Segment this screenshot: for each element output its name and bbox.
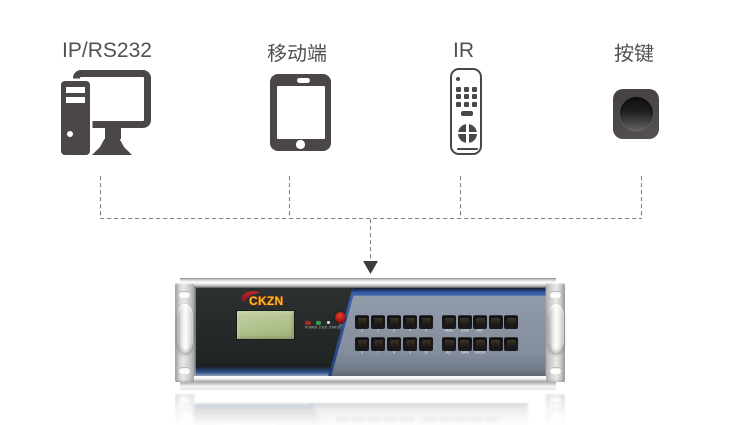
tower-slot	[66, 97, 85, 103]
device-button[interactable]: 2	[371, 315, 385, 332]
front-panel: CKZN POWER LOCK STATUS IR 1 2 3 4 5 6 7 8 9 10 ME…	[194, 288, 547, 376]
device-button[interactable]: 7	[371, 337, 385, 354]
device-button[interactable]: ALL	[442, 337, 456, 354]
rack-handle-right	[547, 304, 564, 353]
desktop-computer-icon	[61, 69, 151, 155]
remote-key	[455, 86, 461, 92]
device-button[interactable]	[488, 337, 503, 351]
push-button-cap	[619, 97, 653, 130]
source-label-mobile	[267, 43, 327, 62]
mounting-hole	[550, 367, 561, 374]
rack-handle-left	[176, 304, 193, 353]
device-button[interactable]: 10	[419, 337, 433, 354]
remote-bottom-line	[457, 147, 478, 150]
device-button[interactable]: LOCK	[457, 315, 472, 332]
device-button[interactable]	[504, 337, 519, 351]
status-leds: POWER LOCK STATUS	[302, 319, 342, 331]
arrow-head	[363, 261, 378, 274]
device-button[interactable]: 5	[419, 315, 433, 332]
device-button-label: ENTER	[474, 351, 486, 355]
ir-receiver-window	[335, 312, 346, 323]
rack-ear-left	[175, 283, 194, 382]
remote-led	[455, 76, 460, 81]
remote-key	[455, 101, 461, 107]
device-button-label: LOCK	[460, 329, 469, 333]
chassis-bottom-edge	[180, 376, 556, 390]
device-button-label: ALL	[446, 351, 452, 355]
device-button-label: 9	[409, 351, 411, 355]
device-button[interactable]: 1	[355, 315, 369, 332]
chassis-top-edge	[180, 278, 556, 288]
device-button[interactable]	[504, 315, 519, 329]
tablet-icon	[270, 74, 331, 151]
mounting-hole	[179, 291, 190, 298]
remote-key	[471, 86, 477, 92]
brand-logo-text: CKZN	[249, 293, 284, 308]
mounting-hole	[550, 291, 561, 298]
tablet-screen	[276, 85, 325, 139]
status-led	[326, 321, 330, 324]
remote-key	[463, 86, 469, 92]
device-button-label: SAVE	[460, 351, 469, 355]
source-label-ip-rs232: IP/RS232	[62, 39, 152, 62]
device-button[interactable]: 6	[355, 337, 369, 354]
device-button-label: 10	[424, 351, 428, 355]
device-button[interactable]: MENU	[442, 315, 456, 332]
device-button-label: MENU	[444, 329, 454, 333]
device-button-label: 4	[409, 329, 411, 333]
rack-ear-right	[546, 283, 565, 382]
power-led	[305, 321, 311, 325]
lock-led	[315, 321, 321, 325]
device-button-label: 8	[393, 351, 395, 355]
remote-key	[471, 94, 477, 99]
device-button[interactable]: 3	[387, 315, 401, 332]
device-button[interactable]: 4	[403, 315, 417, 332]
remote-key	[455, 94, 461, 99]
device-button-label: 6	[361, 351, 363, 355]
tablet-home-button	[296, 140, 305, 149]
remote-control-icon	[450, 68, 482, 155]
remote-bar-key	[460, 110, 473, 116]
remote-dpad	[458, 123, 477, 143]
device-button-label: 3	[393, 329, 395, 333]
device-button-label: 1	[361, 329, 363, 333]
tower-slot	[66, 87, 85, 93]
lcd-display	[236, 310, 295, 340]
mounting-hole	[179, 367, 190, 374]
logo-swoosh-icon	[241, 290, 261, 302]
device-button[interactable]: ESC	[473, 315, 488, 332]
tower-power-button	[66, 131, 73, 137]
tablet-camera	[297, 78, 310, 83]
monitor-stand	[105, 127, 121, 139]
device-button[interactable]: 9	[403, 337, 417, 354]
source-label-ir: IR	[453, 39, 474, 62]
device-button[interactable]: ENTER	[473, 337, 488, 354]
ir-window-label: IR	[338, 324, 343, 328]
device-button-label: 7	[377, 351, 379, 355]
device-button-label: 5	[425, 329, 427, 333]
device-button[interactable]: SAVE	[457, 337, 472, 354]
device-button-label: ESC	[476, 329, 484, 333]
led-labels: POWER LOCK STATUS	[305, 325, 342, 329]
device-button[interactable]	[488, 315, 503, 329]
front-panel-background	[194, 288, 547, 376]
remote-key	[463, 101, 469, 107]
device-button-label: 2	[377, 329, 379, 333]
remote-key	[463, 94, 469, 99]
brand-logo: CKZN	[240, 290, 300, 308]
source-label-keys	[614, 43, 653, 62]
push-button-icon	[613, 89, 659, 139]
computer-tower	[61, 81, 90, 155]
device-button[interactable]: 8	[387, 337, 401, 354]
remote-key	[471, 101, 477, 107]
matrix-switcher-device: CKZN POWER LOCK STATUS IR 1 2 3 4 5 6 7 8 9 10 ME…	[175, 278, 565, 390]
